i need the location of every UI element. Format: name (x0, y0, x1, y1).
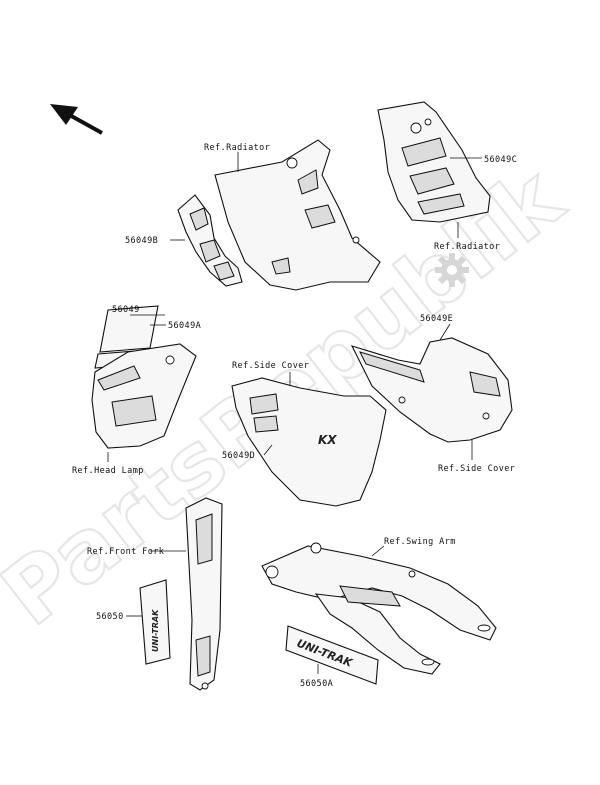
label-56050: 56050 (96, 612, 124, 622)
front-fork-guard (185, 497, 223, 691)
label-56050a: 56050A (300, 679, 333, 689)
radiator-shroud-left (214, 139, 381, 291)
fork-decal-mark: UNI-TRAK (151, 609, 160, 652)
decal-56050: UNI-TRAK (139, 579, 171, 665)
decal-56049b (177, 194, 243, 287)
label-ref-front-fork: Ref.Front Fork (87, 547, 164, 557)
label-ref-radiator-right: Ref.Radiator (434, 242, 500, 252)
label-56049: 56049 (112, 305, 140, 315)
label-ref-radiator-left: Ref.Radiator (204, 143, 270, 153)
label-56049c: 56049C (484, 155, 517, 165)
arrow-front-left-icon (50, 104, 103, 135)
label-56049b: 56049B (125, 236, 158, 246)
side-cover-center: KX (231, 377, 387, 507)
label-ref-head-lamp: Ref.Head Lamp (72, 466, 144, 476)
label-56049a: 56049A (168, 321, 201, 331)
label-ref-swing-arm: Ref.Swing Arm (384, 537, 456, 547)
label-56049d: 56049D (222, 451, 255, 461)
side-cover-mark: KX (318, 433, 337, 447)
label-ref-side-cover-right: Ref.Side Cover (438, 464, 515, 474)
side-cover-right (350, 337, 513, 443)
head-lamp-cover (91, 343, 197, 449)
gear-icon (435, 253, 469, 287)
swing-arm (261, 542, 497, 675)
label-ref-side-cover-center: Ref.Side Cover (232, 361, 309, 371)
radiator-shroud-right (377, 101, 491, 223)
label-56049e: 56049E (420, 314, 453, 324)
